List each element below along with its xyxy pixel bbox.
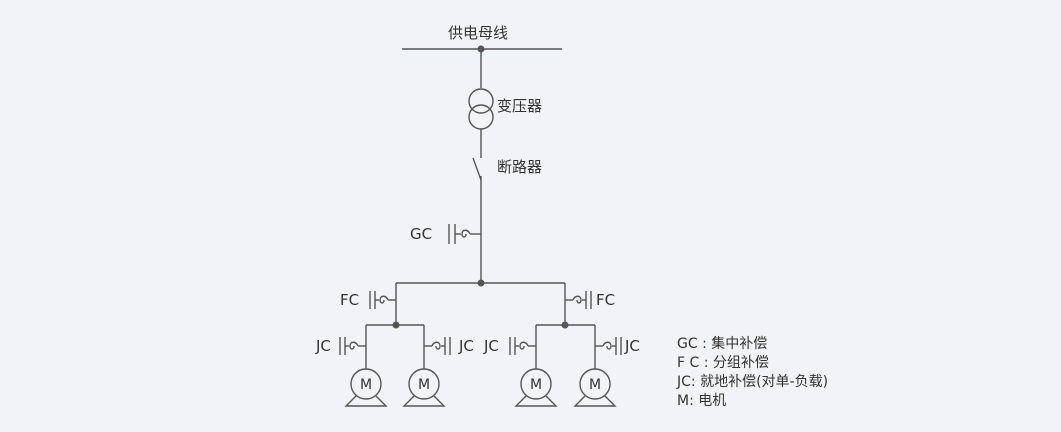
jc-2-capacitor-symbol [424, 337, 451, 355]
fc-right-capacitor-symbol [565, 291, 592, 309]
transformer-symbol [468, 88, 494, 130]
breaker-label: 断路器 [497, 158, 543, 176]
fc-left-label: FC [340, 291, 360, 309]
transformer-label: 变压器 [497, 97, 543, 115]
jc-1-label: JC [316, 337, 331, 355]
motor-4-symbol: M [573, 368, 617, 407]
jc-1-capacitor-symbol [339, 337, 366, 355]
motor-1-symbol: M [344, 368, 388, 407]
motor-2-symbol: M [402, 368, 446, 407]
jc-2-label: JC [459, 337, 474, 355]
jc-4-label: JC [625, 337, 640, 355]
motor-2-label: M [418, 377, 430, 393]
motor-4-label: M [589, 377, 601, 393]
motor-1-label: M [360, 377, 372, 393]
legend-item-gc: GC : 集中补偿 [677, 336, 768, 352]
legend-item-motor: M: 电机 [677, 393, 727, 409]
jc-3-capacitor-symbol [509, 337, 536, 355]
motor-3-symbol: M [514, 368, 558, 407]
circuit-breaker-symbol [472, 157, 482, 184]
legend: GC : 集中补偿 F C : 分组补偿 JC: 就地补偿(对单-负载) M: … [677, 335, 828, 411]
legend-item-jc: JC: 就地补偿(对单-负载) [677, 374, 829, 390]
fc-right-label: FC [596, 291, 616, 309]
gc-capacitor-symbol [448, 224, 481, 244]
jc-3-label: JC [484, 337, 499, 355]
motor-3-label: M [530, 377, 542, 393]
bus-label: 供电母线 [448, 24, 509, 42]
legend-item-fc: F C : 分组补偿 [677, 355, 769, 371]
fc-left-capacitor-symbol [369, 291, 396, 309]
jc-4-capacitor-symbol [595, 337, 622, 355]
gc-label: GC [410, 225, 433, 243]
